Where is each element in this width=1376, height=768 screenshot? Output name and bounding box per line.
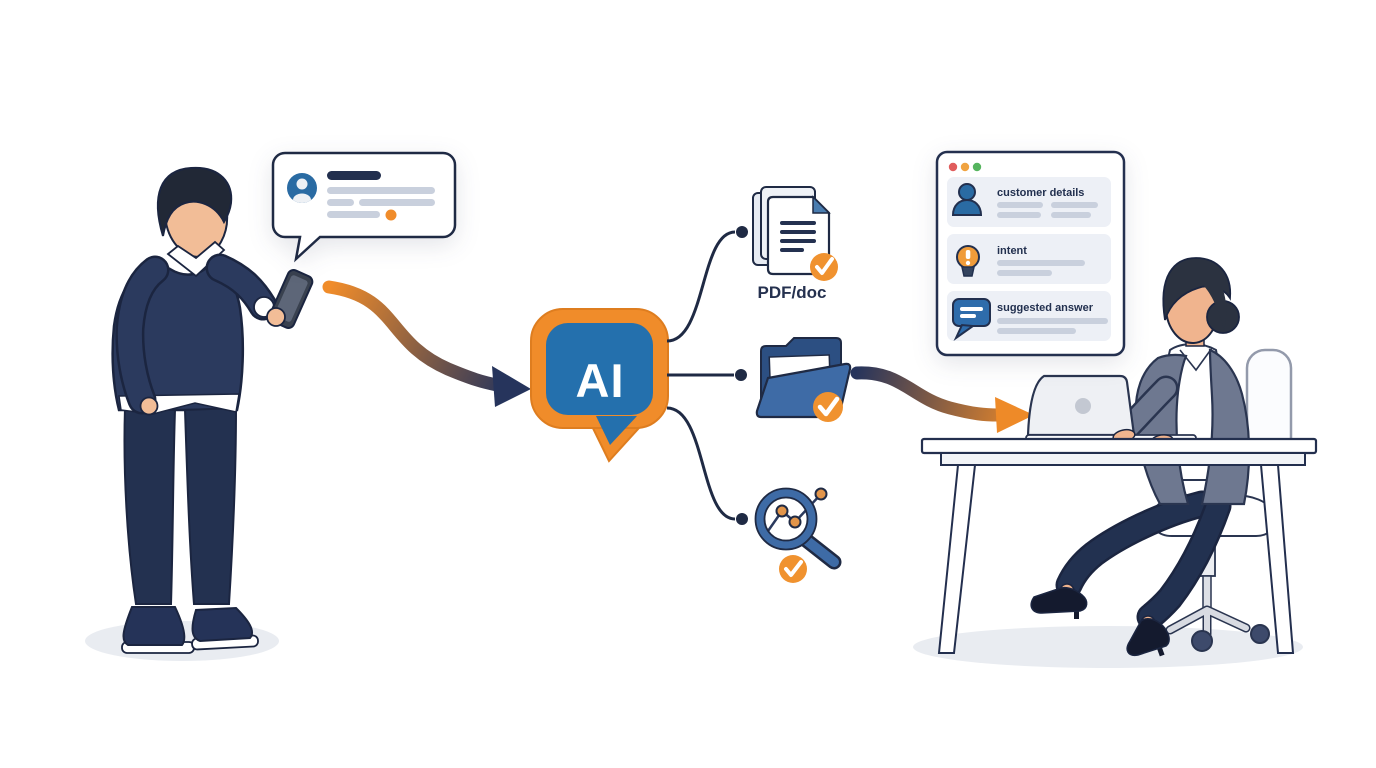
man-pant-right (183, 406, 238, 605)
check-badge-icon (810, 253, 838, 281)
card-title: suggested answer (997, 302, 1094, 314)
placeholder-bar (359, 199, 435, 206)
result-panel-window: customer details intent (935, 150, 1126, 357)
chair-wheel (1191, 630, 1213, 652)
card-suggested-answer: suggested answer (947, 291, 1111, 341)
ai-outputs-to-laptop-arrow (850, 366, 1034, 433)
chair-wheel (1250, 624, 1270, 644)
man-left-hand (139, 396, 159, 416)
placeholder-bar (997, 318, 1108, 324)
placeholder-bar (997, 202, 1043, 208)
card-intent: intent (947, 234, 1111, 284)
high-heel-shoe (1030, 586, 1088, 614)
card-title: intent (997, 245, 1027, 257)
placeholder-bar (1051, 202, 1098, 208)
placeholder-bar (997, 212, 1041, 218)
placeholder-bar (327, 187, 435, 194)
woman-at-desk-figure (913, 257, 1318, 668)
lightbulb-icon (956, 245, 980, 277)
man-left-arm (117, 258, 167, 412)
placeholder-bar (997, 260, 1085, 266)
ai-speech-bubble-icon: AI (530, 308, 669, 463)
check-badge-icon (779, 555, 807, 583)
documents-stack-icon (752, 186, 838, 281)
high-heel-shoe (1126, 617, 1170, 657)
desk-leg (937, 464, 977, 654)
customer-chat-bubble (271, 151, 457, 263)
arrowhead (995, 397, 1034, 433)
woman-leg-crossed (1058, 493, 1213, 596)
arrowhead (492, 366, 531, 407)
man-shoe-right (191, 606, 254, 643)
window-dot-yellow (960, 162, 970, 172)
window-dot-red (948, 162, 958, 172)
card-customer-details: customer details (947, 177, 1111, 227)
placeholder-bar (327, 199, 354, 206)
check-badge-icon (813, 392, 843, 422)
open-folder-icon (755, 337, 852, 422)
man-hair (156, 166, 233, 237)
placeholder-bar (1051, 212, 1091, 218)
ai-label: AI (576, 354, 625, 407)
laptop-logo (1075, 398, 1091, 414)
connector-dot (736, 513, 748, 525)
pdf-doc-label: PDF/doc (758, 283, 827, 302)
man-with-phone-figure (85, 166, 314, 661)
placeholder-bar (997, 328, 1076, 334)
placeholder-bar (327, 211, 380, 218)
desk-leg (1259, 464, 1295, 654)
floor-shadow (913, 626, 1303, 668)
chart-magnifier-icon (754, 487, 842, 583)
placeholder-bar (997, 270, 1052, 276)
chair-base (1167, 607, 1249, 637)
window-dot-green (972, 162, 982, 172)
man-shoe-left (122, 606, 186, 646)
customer-avatar-icon (958, 183, 976, 201)
phone-to-ai-arrow (322, 280, 531, 407)
woman-leg (1139, 495, 1229, 628)
accent-dot (385, 209, 397, 221)
man-pant-left (123, 406, 177, 605)
man-right-hand (266, 307, 286, 327)
desk-apron (940, 452, 1306, 466)
message-title-bar (327, 171, 381, 180)
man-collar (166, 240, 226, 278)
branch-connectors (666, 230, 736, 521)
desk-top (920, 437, 1318, 455)
card-title: customer details (997, 187, 1084, 199)
connector-dot (736, 226, 748, 238)
chat-message-icon (952, 298, 991, 341)
woman-hair (1162, 257, 1231, 321)
connector-dot (735, 369, 747, 381)
